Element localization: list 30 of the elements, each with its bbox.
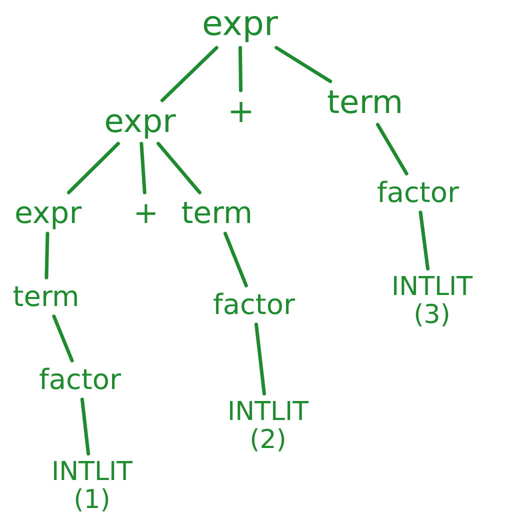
node-label: factor: [212, 290, 296, 320]
node-label: factor: [376, 178, 460, 208]
node-label: term: [327, 85, 403, 121]
node-label: expr: [104, 104, 176, 140]
node-label: (1): [72, 486, 112, 512]
node-label: expr: [14, 196, 82, 230]
tree-branch-line: [418, 210, 430, 270]
tree-branch-line: [66, 142, 120, 194]
node-label: (3): [412, 301, 452, 330]
node-label: term: [181, 196, 253, 230]
tree-branch-line: [224, 232, 248, 288]
node-label: +: [133, 196, 159, 230]
node-label: INTLIT: [227, 398, 309, 426]
tree-branch-line: [52, 314, 74, 362]
node-label: expr: [202, 6, 278, 44]
node-label: INTLIT: [391, 272, 473, 302]
tree-branch-line: [156, 142, 202, 194]
node-label: (2): [248, 426, 288, 455]
node-label: factor: [38, 364, 122, 396]
node-label: INTLIT: [51, 458, 133, 486]
node-label: +: [228, 94, 254, 130]
tree-branch-line: [80, 398, 90, 456]
tree-branch-line: [274, 46, 332, 84]
node-label: term: [12, 282, 80, 312]
tree-branch-line: [376, 122, 408, 176]
tree-branch-line: [254, 322, 266, 396]
tree-branch-line: [160, 46, 218, 102]
tree-branch-line: [44, 232, 50, 280]
tree-branch-line: [140, 142, 146, 194]
tree-branch-line: [238, 46, 242, 92]
